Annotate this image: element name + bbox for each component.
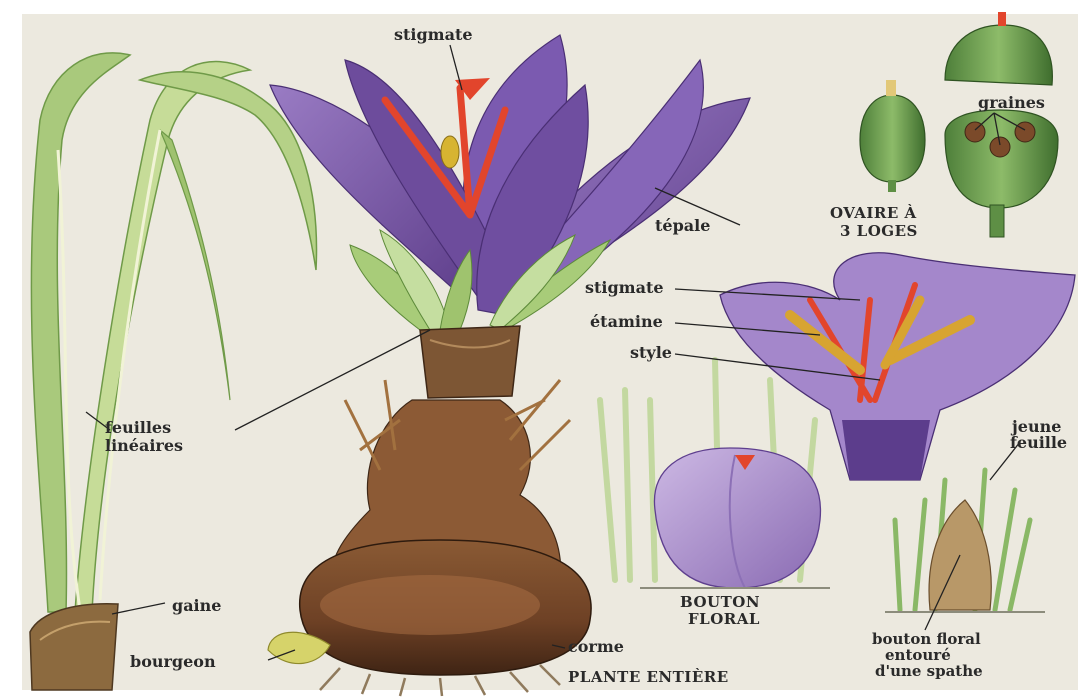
label-stigmate-top: stigmate bbox=[394, 25, 473, 44]
label-gaine: gaine bbox=[172, 596, 221, 615]
label-lineaires: linéaires bbox=[105, 436, 183, 455]
corm-neck bbox=[420, 326, 520, 398]
label-ovaire-1: OVAIRE À bbox=[830, 204, 917, 222]
label-floral: FLORAL bbox=[688, 610, 760, 628]
label-graines: graines bbox=[978, 93, 1045, 112]
label-plante-entiere: PLANTE ENTIÈRE bbox=[568, 668, 729, 686]
label-bouton: BOUTON bbox=[680, 593, 760, 611]
label-feuille: feuille bbox=[1010, 433, 1067, 452]
label-spathe: d'une spathe bbox=[875, 662, 983, 680]
label-corme: corme bbox=[568, 637, 624, 656]
label-stigmate-detail: stigmate bbox=[585, 278, 664, 297]
label-tepale: tépale bbox=[655, 216, 710, 235]
label-style: style bbox=[630, 343, 672, 362]
label-bourgeon: bourgeon bbox=[130, 652, 216, 671]
label-feuilles: feuilles bbox=[105, 418, 171, 437]
label-ovaire-2: 3 LOGES bbox=[840, 222, 918, 240]
label-etamine: étamine bbox=[590, 312, 663, 331]
